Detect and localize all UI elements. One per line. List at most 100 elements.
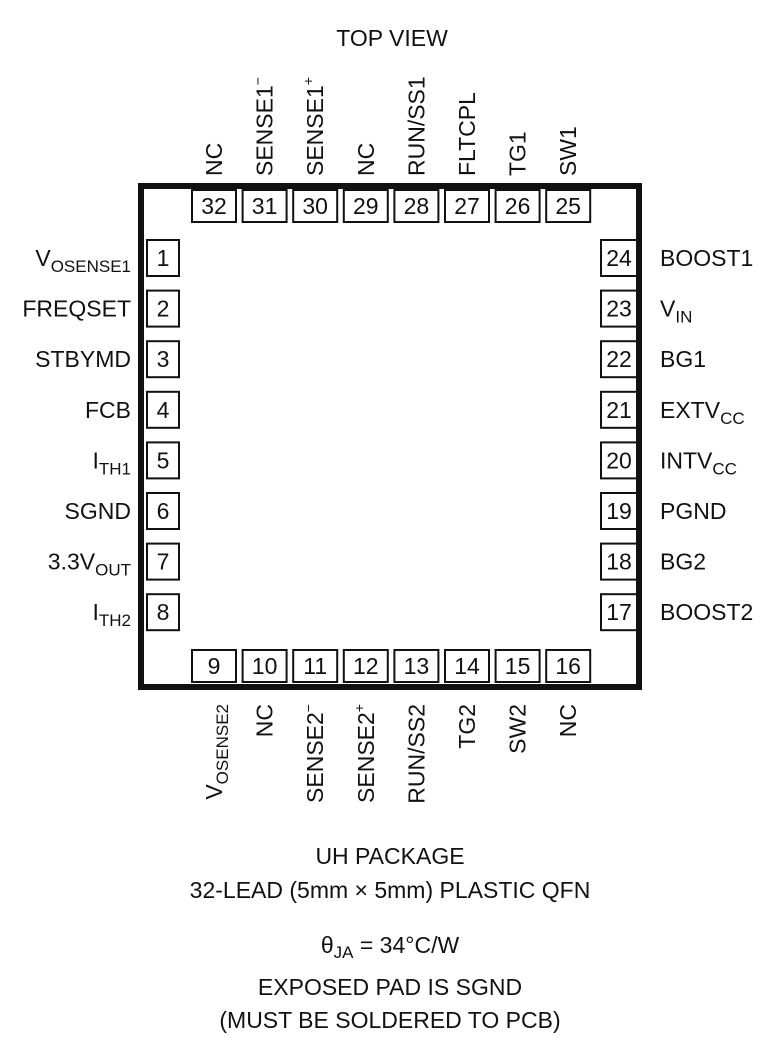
pin-32-label: NC: [201, 143, 227, 176]
pin-7-label: 3.3VOUT: [48, 549, 131, 580]
pin-18: 18: [600, 542, 638, 581]
pin-22-number: 22: [606, 346, 632, 372]
pin-29-number: 29: [353, 193, 379, 219]
pin-20-label-text: INTV: [660, 447, 713, 473]
pin-20: 20: [600, 441, 638, 480]
pin-7-pad: [146, 542, 180, 581]
pin-23-number: 23: [606, 296, 632, 322]
pin-13: 13: [393, 649, 440, 683]
pin-22-pad: [600, 340, 638, 379]
pin-27-number: 27: [454, 193, 480, 219]
exposed-pad-note: EXPOSED PAD IS SGND: [258, 974, 522, 1000]
pin-8-label: ITH2: [92, 599, 131, 630]
pin-9-number: 9: [208, 653, 221, 679]
pin-12: 12: [342, 649, 389, 683]
pin-23: 23: [600, 289, 638, 328]
pin-7: 7: [146, 542, 180, 581]
pin-29: 29: [342, 189, 389, 223]
pin-1-pad: [146, 239, 180, 277]
pin-32-pad: [191, 189, 237, 223]
pin-2: 2: [146, 289, 180, 328]
pin-20-pad: [600, 441, 638, 480]
pin-3-number: 3: [157, 346, 170, 372]
diagram-title: TOP VIEW: [336, 25, 448, 51]
pin-13-pad: [393, 649, 440, 683]
pin-13-label-text: RUN/SS2: [403, 704, 429, 804]
pin-8-label-text: I: [92, 599, 98, 625]
pin-24-pad: [600, 239, 638, 277]
pin-10-label: NC: [252, 704, 278, 737]
pin-25-number: 25: [555, 193, 581, 219]
pin-11-label: SENSE2−: [300, 704, 328, 803]
pin-19: 19: [600, 492, 638, 530]
pin-12-number: 12: [353, 653, 379, 679]
pin-6: 6: [146, 492, 180, 530]
pin-7-number: 7: [157, 549, 170, 575]
pin-20-label: INTVCC: [660, 447, 737, 478]
pin-11: 11: [292, 649, 339, 683]
pin-27-label: FLTCPL: [454, 92, 480, 176]
pin-16-pad: [545, 649, 592, 683]
pin-18-label-text: BG2: [660, 549, 706, 575]
pin-24-label-text: BOOST1: [660, 245, 753, 271]
pin-10-label-text: NC: [252, 704, 278, 737]
pin-6-pad: [146, 492, 180, 530]
pin-27: 27: [444, 189, 490, 223]
pin-24: 24: [600, 239, 638, 277]
pin-21-label-text: EXTV: [660, 397, 721, 423]
pin-2-pad: [146, 289, 180, 328]
pin-5-label-subscript: TH1: [99, 459, 131, 478]
pin-28: 28: [393, 189, 440, 223]
pin-17-label-text: BOOST2: [660, 599, 753, 625]
pin-29-label: NC: [353, 143, 379, 176]
pin-20-label-subscript: CC: [712, 459, 737, 478]
pin-31-number: 31: [252, 193, 278, 219]
pin-1: 1: [146, 239, 180, 277]
pin-14-label: TG2: [454, 704, 480, 749]
pin-15-pad: [494, 649, 541, 683]
pin-5-label: ITH1: [92, 447, 131, 478]
pin-21-pad: [600, 390, 638, 429]
pin-11-label-superscript: −: [300, 704, 316, 712]
pin-7-label-text: 3.3V: [48, 549, 96, 575]
pin-24-label: BOOST1: [660, 245, 753, 271]
pin-31-pad: [241, 189, 288, 223]
pin-23-label-subscript: IN: [675, 308, 692, 327]
pin-17-number: 17: [606, 599, 632, 625]
pin-23-label: VIN: [660, 296, 692, 327]
pin-2-number: 2: [157, 296, 170, 322]
pin-21: 21: [600, 390, 638, 429]
pin-27-pad: [444, 189, 490, 223]
pin-9-label-subscript: OSENSE2: [213, 704, 232, 784]
pin-17-pad: [600, 593, 638, 632]
pin-19-pad: [600, 492, 638, 530]
pin-28-number: 28: [404, 193, 430, 219]
pin-12-label-text: SENSE2: [353, 712, 379, 803]
pin-30-pad: [292, 189, 339, 223]
pin-9: 9: [191, 649, 237, 683]
pin-22-label-text: BG1: [660, 346, 706, 372]
pin-18-label: BG2: [660, 549, 706, 575]
pin-17: 17: [600, 593, 638, 632]
pin-25-pad: [545, 189, 592, 223]
pin-5-pad: [146, 441, 180, 480]
pin-14: 14: [444, 649, 490, 683]
pin-14-number: 14: [454, 653, 480, 679]
pin-16-label-text: NC: [555, 704, 581, 737]
pin-11-number: 11: [303, 653, 327, 679]
pin-17-label: BOOST2: [660, 599, 753, 625]
pin-5: 5: [146, 441, 180, 480]
pin-18-pad: [600, 542, 638, 581]
pin-22: 22: [600, 340, 638, 379]
pin-3-pad: [146, 340, 180, 379]
pin-1-label-text: V: [35, 245, 51, 271]
solder-note: (MUST BE SOLDERED TO PCB): [219, 1007, 560, 1033]
pin-1-label-subscript: OSENSE1: [51, 257, 131, 276]
pin-23-pad: [600, 289, 638, 328]
pins-layer: 1VOSENSE12FREQSET3STBYMD4FCB5ITH16SGND73…: [22, 76, 753, 803]
package-body: [138, 183, 642, 690]
pin-20-number: 20: [606, 447, 632, 473]
pin-32-label-text: NC: [201, 143, 227, 176]
pin-7-label-subscript: OUT: [95, 561, 131, 580]
